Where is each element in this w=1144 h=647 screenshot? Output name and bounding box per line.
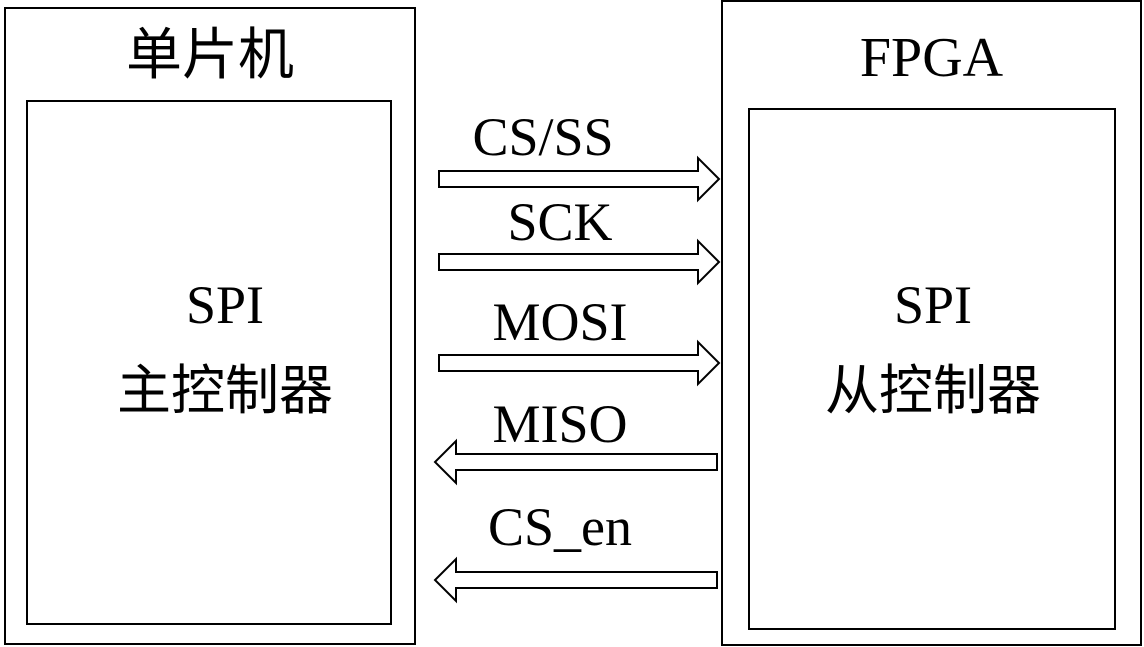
fpga-controller-line2: 从控制器 — [825, 361, 1041, 421]
signal-label-sck: SCK — [507, 192, 613, 252]
signal-label-mosi: MOSI — [492, 292, 628, 352]
arrow-miso — [433, 438, 718, 486]
fpga-spi-slave-box — [748, 108, 1116, 630]
mcu-title: 单片机 — [126, 25, 294, 87]
arrow-mosi — [438, 339, 721, 387]
mcu-spi-master-box — [26, 100, 392, 625]
arrow-sck — [438, 238, 721, 286]
signal-label-cs-ss: CS/SS — [472, 107, 614, 167]
mcu-controller-line2: 主控制器 — [117, 361, 333, 421]
signal-label-cs-en: CS_en — [487, 497, 633, 557]
fpga-outer-box — [721, 0, 1142, 646]
fpga-title: FPGA — [859, 27, 1004, 89]
mcu-outer-box — [4, 7, 416, 645]
fpga-controller-line1: SPI — [893, 275, 973, 335]
signal-label-miso: MISO — [492, 394, 628, 454]
arrow-cs-ss — [438, 155, 721, 203]
arrow-cs-en — [433, 556, 718, 604]
mcu-controller-line1: SPI — [185, 275, 265, 335]
